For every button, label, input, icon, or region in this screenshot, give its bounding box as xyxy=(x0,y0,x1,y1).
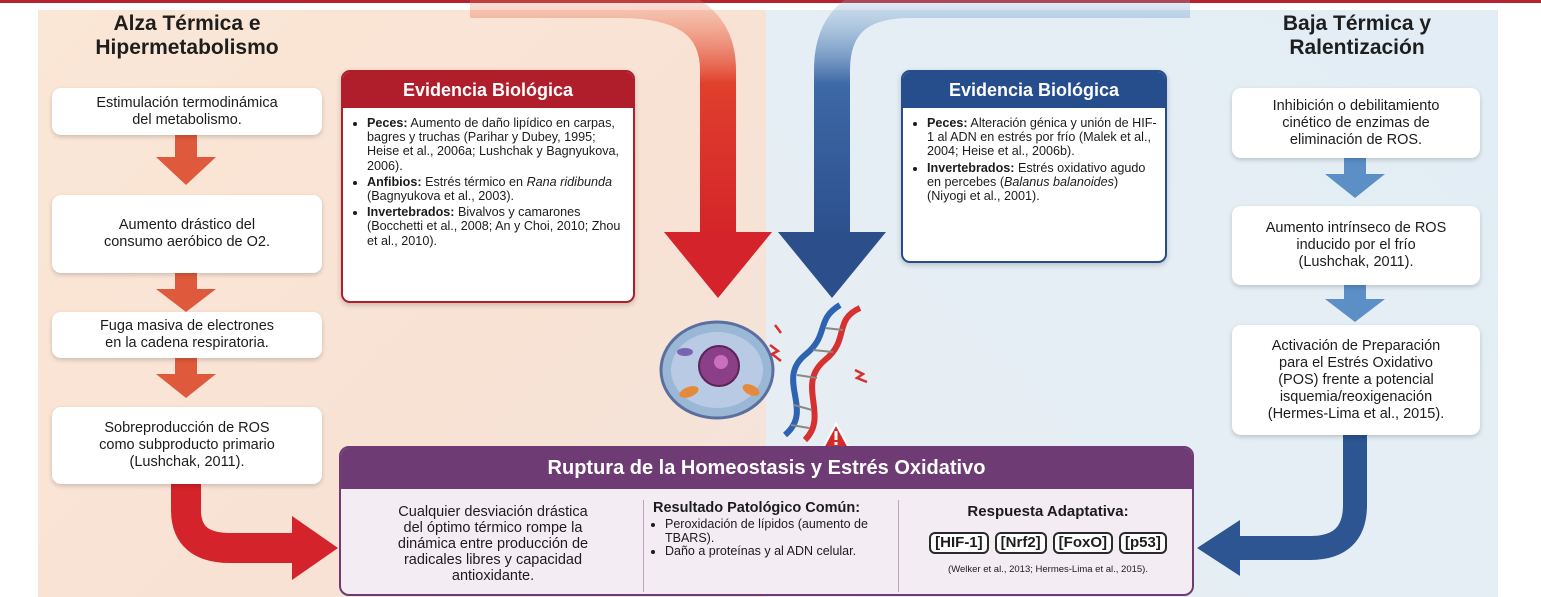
homeostasis-panel: Ruptura de la Homeostasis y Estrés Oxida… xyxy=(339,446,1194,596)
heat-main-arrowhead xyxy=(664,232,772,298)
heat-step-4: Sobreproducción de ROS como subproducto … xyxy=(52,407,322,484)
heat-step-arrows xyxy=(156,135,216,398)
homeostasis-divider-2 xyxy=(898,500,899,592)
dna-icon xyxy=(769,302,868,443)
warning-icon xyxy=(821,421,851,449)
cold-evidence-title: Evidencia Biológica xyxy=(903,72,1165,108)
homeostasis-description: Cualquier desviación drástica del óptimo… xyxy=(397,504,589,584)
cold-bottom-arrow xyxy=(1232,435,1367,560)
cold-step-1: Inhibición o debilitamiento cinético de … xyxy=(1232,88,1480,158)
cold-main-arrowhead xyxy=(778,232,886,298)
adaptive-response-citation: (Welker et al., 2013; Hermes-Lima et al.… xyxy=(948,564,1148,575)
homeostasis-divider-1 xyxy=(643,500,644,592)
heat-evidence-card: Evidencia Biológica Peces: Aumento de da… xyxy=(341,70,635,303)
cell-dna-illustration xyxy=(659,302,868,449)
adaptive-response-label: Respuesta Adaptativa: xyxy=(967,503,1129,520)
heat-step-1: Estimulación termodinámica del metabolis… xyxy=(52,88,322,135)
heat-main-arrow xyxy=(470,0,736,240)
heat-step-2: Aumento drástico del consumo aeróbico de… xyxy=(52,195,322,273)
homeostasis-title: Ruptura de la Homeostasis y Estrés Oxida… xyxy=(341,448,1192,489)
heat-column-title: Alza Térmica e Hipermetabolismo xyxy=(95,12,279,59)
pathological-result-item: Daño a proteínas y al ADN celular. xyxy=(665,544,903,559)
cold-evidence-card: Evidencia Biológica Peces: Alteración gé… xyxy=(901,70,1167,263)
cold-column-title: Baja Térmica y Ralentización xyxy=(1282,12,1432,59)
tag-foxo: [FoxO] xyxy=(1052,532,1113,554)
tag-nrf2: [Nrf2] xyxy=(994,532,1047,554)
adaptive-response: Respuesta Adaptativa: [HIF-1] [Nrf2] [Fo… xyxy=(903,500,1192,578)
pathological-result-label: Resultado Patológico Común: xyxy=(653,500,861,516)
tag-p53: [p53] xyxy=(1118,532,1167,554)
cold-evidence-invertebrates: Invertebrados: Estrés oxidativo agudo en… xyxy=(927,161,1157,204)
heat-evidence-amphibians: Anfibios: Estrés térmico en Rana ridibun… xyxy=(367,175,625,203)
cold-main-arrow xyxy=(814,0,1190,240)
heat-evidence-invertebrates: Invertebrados: Bivalvos y camarones (Boc… xyxy=(367,205,625,248)
top-accent-bar xyxy=(0,0,1541,3)
cold-step-arrows xyxy=(1325,158,1385,322)
tag-hif1: [HIF-1] xyxy=(929,532,989,554)
heat-evidence-fish: Peces: Aumento de daño lipídico en carpa… xyxy=(367,116,625,173)
heat-step-3: Fuga masiva de electrones en la cadena r… xyxy=(52,312,322,358)
adaptive-response-tags: [HIF-1] [Nrf2] [FoxO] [p53] xyxy=(903,532,1192,554)
heat-bottom-arrow xyxy=(171,484,300,563)
heat-evidence-title: Evidencia Biológica xyxy=(343,72,633,108)
pathological-result-item: Peroxidación de lípidos (aumento de TBAR… xyxy=(665,517,903,545)
cold-step-2: Aumento intrínseco de ROS inducido por e… xyxy=(1232,206,1480,285)
cold-evidence-fish: Peces: Alteración génica y unión de HIF-… xyxy=(927,116,1157,159)
cell-icon xyxy=(659,320,775,420)
pathological-result: Resultado Patológico Común: Peroxidación… xyxy=(653,500,903,559)
cold-step-3: Activación de Preparación para el Estrés… xyxy=(1232,325,1480,435)
